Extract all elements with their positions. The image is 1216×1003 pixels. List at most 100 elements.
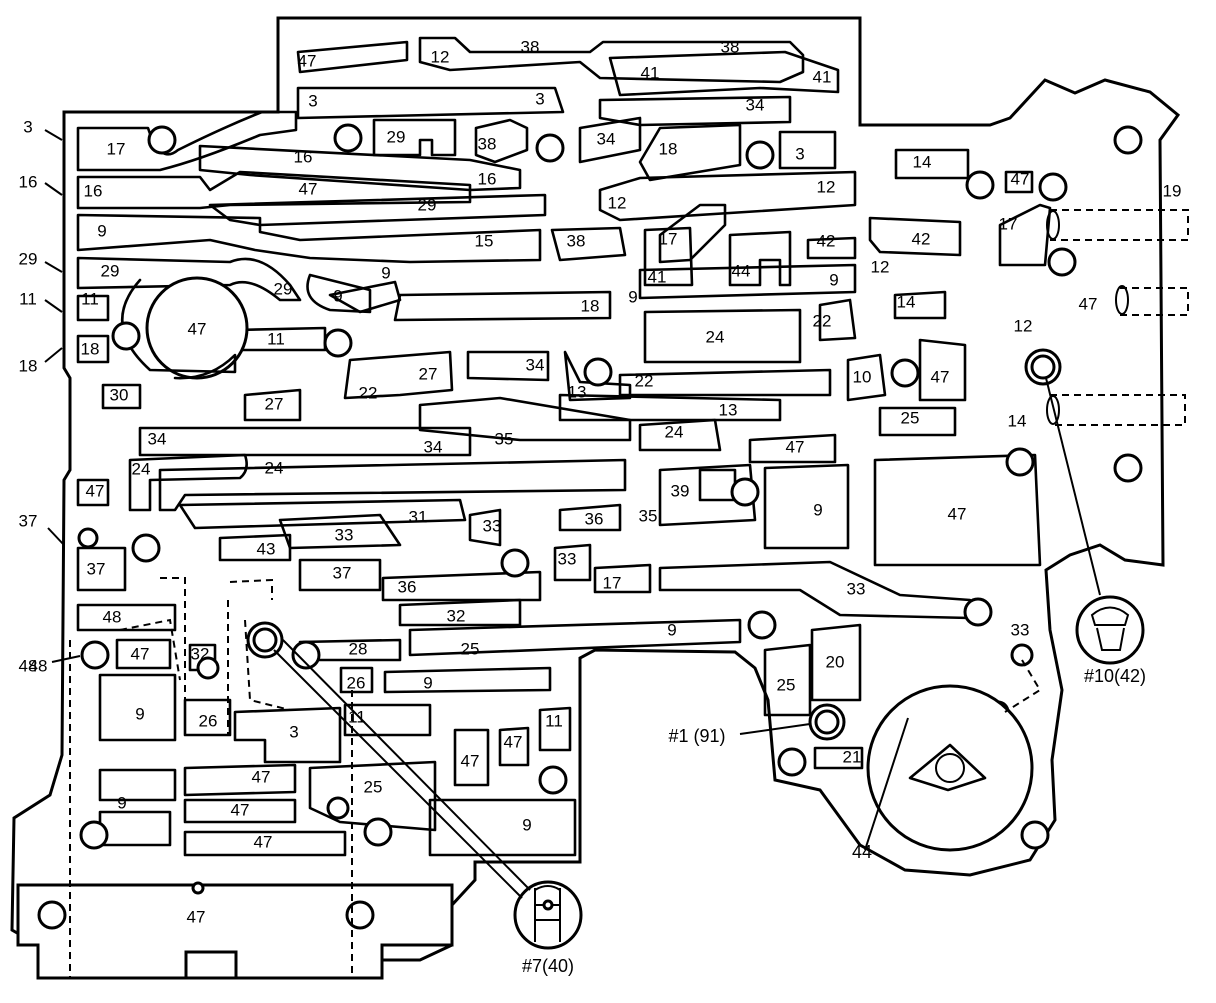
channel-label: 34 — [148, 429, 167, 448]
channel-label: 14 — [1008, 411, 1027, 430]
channel-label: 34 — [424, 437, 443, 456]
channel-label: 22 — [359, 383, 378, 402]
channel-label: 18 — [581, 296, 600, 315]
channel-label: 34 — [597, 129, 616, 148]
side-label-29: 29 — [19, 249, 38, 268]
leader-lines — [44, 129, 1101, 899]
channel-label: 21 — [843, 747, 862, 766]
channel-label: 27 — [265, 394, 284, 413]
channel-label: 47 — [188, 319, 207, 338]
channel-label: 38 — [567, 231, 586, 250]
channel-label: 30 — [110, 385, 129, 404]
channel-label: 29 — [274, 279, 293, 298]
channel-label: 33 — [558, 549, 577, 568]
channel-label: 31 — [409, 507, 428, 526]
channel-label: 20 — [826, 652, 845, 671]
channel-label: 47 — [1079, 294, 1098, 313]
channel-label: 24 — [665, 422, 684, 441]
channel-label: 10 — [853, 367, 872, 386]
channel-label: 47 — [252, 767, 271, 786]
channel-label: 9 — [381, 263, 390, 282]
channel-label: 11 — [545, 711, 563, 730]
channel-label: 3 — [289, 722, 298, 741]
channel-label: 47 — [187, 907, 206, 926]
channel-label: 48 — [103, 607, 122, 626]
channel-label: 9 — [135, 704, 144, 723]
channel-label: 47 — [461, 751, 480, 770]
channel-label: 24 — [706, 327, 725, 346]
channel-label: 32 — [447, 606, 466, 625]
channel-label: 13 — [719, 400, 738, 419]
servo-bore — [866, 684, 1034, 852]
channel-label: 12 — [608, 193, 627, 212]
channel-label: 9 — [97, 221, 106, 240]
channel-label: 11 — [348, 707, 366, 726]
callout-item-44: 44 — [852, 842, 872, 862]
channel-label: 3 — [795, 144, 804, 163]
channel-label: 29 — [387, 127, 406, 146]
side-label-18: 18 — [19, 356, 38, 375]
channel-label: 33 — [847, 579, 866, 598]
channel-label: 22 — [813, 311, 832, 330]
channel-label: 24 — [265, 458, 284, 477]
channel-label: 32 — [191, 644, 210, 663]
dashed-bores — [63, 130, 1189, 978]
main-bore — [120, 276, 249, 380]
channel-label: 39 — [671, 481, 690, 500]
channel-label: 9 — [423, 673, 432, 692]
bolt-holes — [37, 123, 1143, 930]
channel-label: 34 — [746, 95, 765, 114]
check-ball-insets — [513, 595, 1145, 950]
channel-label: 9 — [333, 286, 342, 305]
channel-label: 42 — [817, 231, 836, 250]
channel-label: 44 — [732, 261, 751, 280]
channel-label: 33 — [335, 525, 354, 544]
channel-label: 15 — [475, 231, 494, 250]
channel-label: 47 — [254, 832, 273, 851]
channel-label: 12 — [431, 47, 450, 66]
channel-label: 9 — [829, 270, 838, 289]
channel-label: 22 — [635, 371, 654, 390]
channel-label: 29 — [101, 261, 120, 280]
channel-label: 25 — [461, 639, 480, 658]
side-label-16: 16 — [19, 172, 38, 191]
callout-check-ball-7: #7(40) — [522, 956, 574, 976]
channel-label: 17 — [999, 214, 1018, 233]
channel-label: 34 — [526, 355, 545, 374]
callout-check-ball-1: #1 (91) — [668, 726, 725, 746]
channel-label: 12 — [817, 177, 836, 196]
channel-label: 33 — [1011, 620, 1030, 639]
channel-label: 36 — [585, 509, 604, 528]
channel-label: 47 — [299, 179, 318, 198]
channel-label: 25 — [364, 777, 383, 796]
channel-label: 25 — [901, 408, 920, 427]
channel-label: 26 — [347, 673, 366, 692]
channel-label: 47 — [504, 732, 523, 751]
channel-label: 35 — [495, 429, 514, 448]
channel-label: 11 — [81, 289, 99, 308]
channel-label: 36 — [398, 577, 417, 596]
callout-check-ball-10: #10(42) — [1084, 666, 1146, 686]
channel-label: 42 — [912, 229, 931, 248]
channel-label: 12 — [1014, 316, 1033, 335]
channel-label: 47 — [298, 51, 317, 70]
channel-label: 3 — [535, 89, 544, 108]
channel-label: 35 — [639, 506, 658, 525]
channel-label: 47 — [948, 504, 967, 523]
channel-label: 12 — [871, 257, 890, 276]
channel-label: 13 — [568, 382, 587, 401]
channel-label: 9 — [522, 815, 531, 834]
channel-label: 24 — [132, 459, 151, 478]
channel-label: 14 — [897, 292, 916, 311]
channel-label: 47 — [931, 367, 950, 386]
channel-label: 38 — [721, 37, 740, 56]
channel-label: 18 — [659, 139, 678, 158]
channel-label: 48 — [29, 656, 48, 675]
channel-label: 26 — [199, 711, 218, 730]
channel-label: 17 — [603, 573, 622, 592]
channel-label: 16 — [84, 181, 103, 200]
channel-label: 41 — [648, 267, 667, 286]
channel-label: 33 — [483, 516, 502, 535]
channel-label: 37 — [87, 559, 106, 578]
